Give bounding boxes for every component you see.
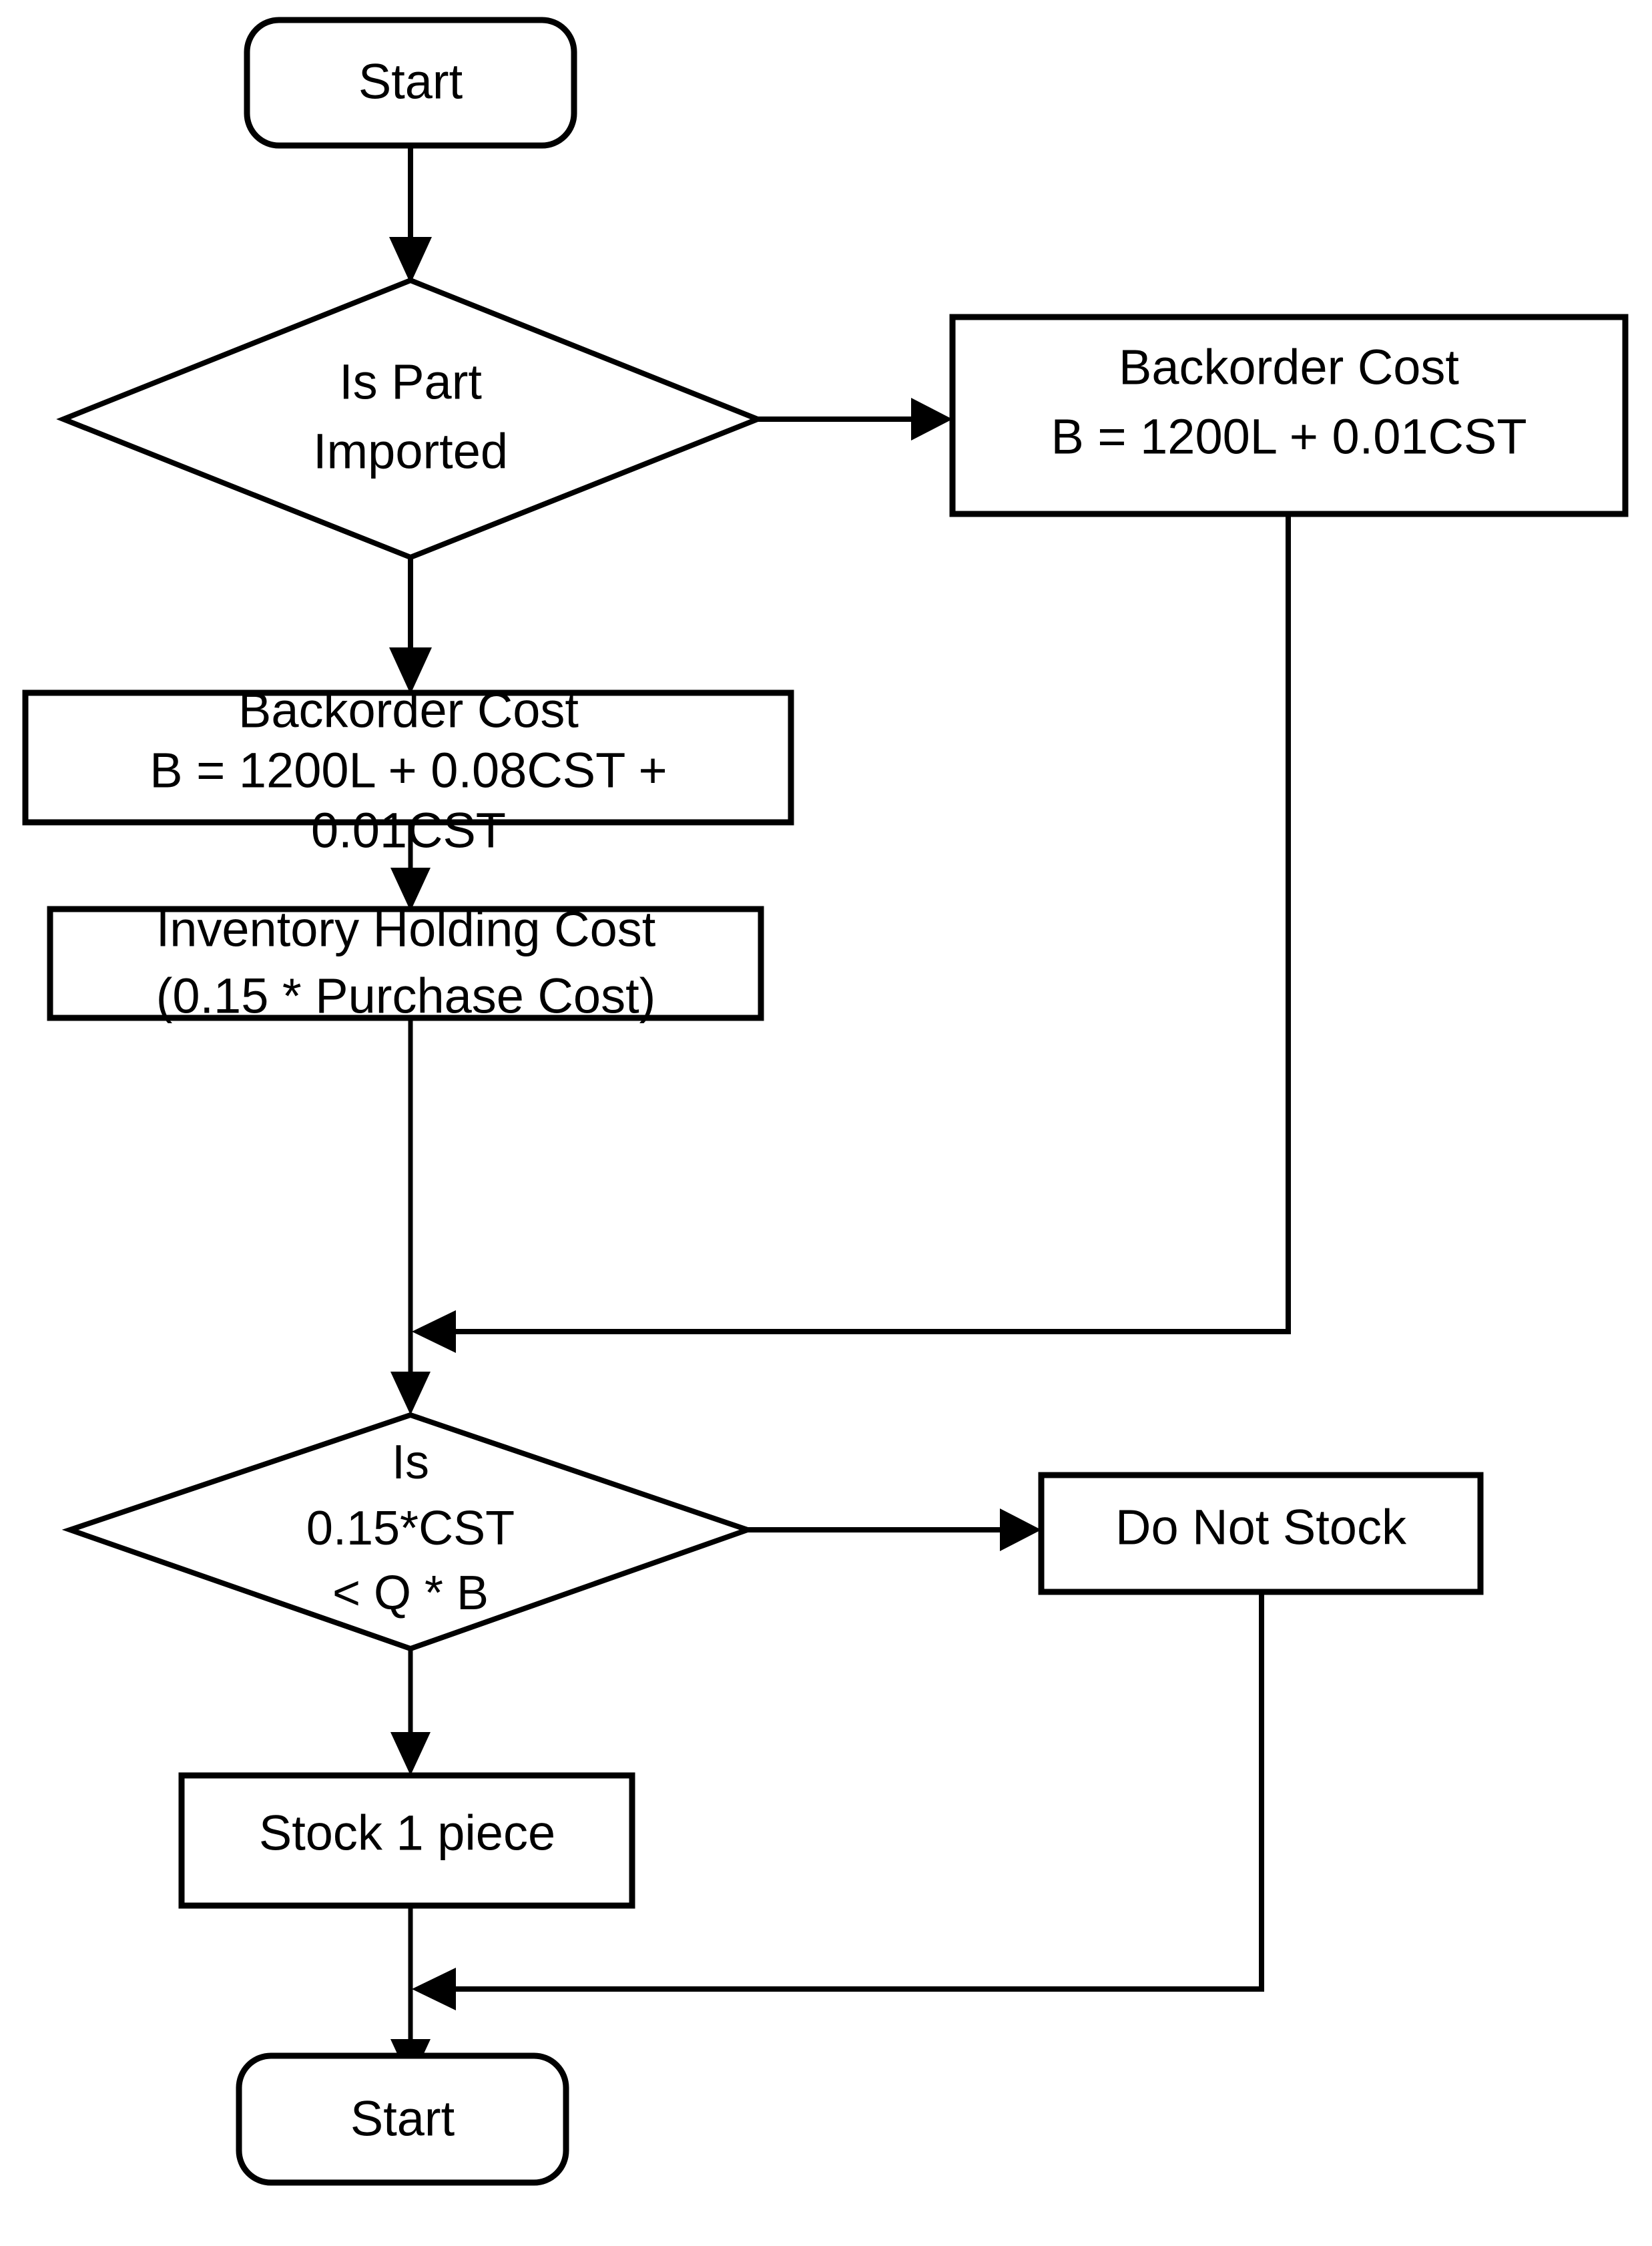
decision-imported-label-line1: Is Part xyxy=(339,354,482,410)
do-not-stock-shape[interactable] xyxy=(1038,1472,1484,1595)
decision-imported-label-line2: Imported xyxy=(313,424,508,479)
edge-decision-imported-to-backorder-local xyxy=(389,557,432,694)
edge-do-not-stock-to-merge xyxy=(412,1592,1264,2010)
backorder-imported-shape[interactable] xyxy=(949,314,1629,517)
start-top-shape[interactable] xyxy=(244,17,577,149)
inventory-holding-label-line1: Inventory Holding Cost xyxy=(156,902,656,957)
decision-imported-shape[interactable] xyxy=(56,277,765,561)
start-bottom-label: Start xyxy=(350,2091,455,2147)
edge-decision-stock-to-do-not-stock xyxy=(748,1508,1041,1551)
node-backorder-imported[interactable]: Backorder Cost B = 1200L + 0.01CST xyxy=(949,314,1629,517)
stock-one-piece-shape[interactable] xyxy=(178,1772,635,1909)
backorder-local-label-line2: B = 1200L + 0.08CST + xyxy=(150,743,667,798)
decision-stock-shape[interactable] xyxy=(61,1412,756,1652)
edge-start-to-decision-imported xyxy=(389,144,432,284)
do-not-stock-label: Do Not Stock xyxy=(1115,1500,1407,1555)
node-start-bottom[interactable]: Start xyxy=(236,2052,569,2186)
decision-stock-label-line1: Is xyxy=(392,1436,429,1489)
node-start-top[interactable]: Start xyxy=(244,17,577,149)
backorder-local-label-line3: 0.01CST xyxy=(311,803,506,858)
edge-backorder-local-to-inventory xyxy=(390,822,431,911)
decision-stock-label-line2: 0.15*CST xyxy=(306,1502,515,1555)
start-bottom-shape[interactable] xyxy=(236,2052,569,2186)
node-decision-imported[interactable]: Is Part Imported xyxy=(56,277,765,561)
node-stock-one-piece[interactable]: Stock 1 piece xyxy=(178,1772,635,1909)
inventory-holding-label-line2: (0.15 * Purchase Cost) xyxy=(156,968,656,1024)
backorder-local-label-line1: Backorder Cost xyxy=(238,683,579,738)
inventory-holding-shape[interactable] xyxy=(47,906,764,1021)
node-do-not-stock[interactable]: Do Not Stock xyxy=(1038,1472,1484,1595)
edge-backorder-imported-to-merge xyxy=(412,514,1291,1353)
node-backorder-local[interactable]: Backorder Cost B = 1200L + 0.08CST + 0.0… xyxy=(22,683,794,858)
backorder-local-shape[interactable] xyxy=(22,689,794,826)
stock-one-piece-label: Stock 1 piece xyxy=(259,1805,555,1861)
backorder-imported-label-line1: Backorder Cost xyxy=(1119,340,1459,395)
edge-decision-imported-to-backorder-imported xyxy=(758,398,952,441)
node-decision-stock[interactable]: Is 0.15*CST < Q * B xyxy=(61,1412,756,1652)
decision-stock-label-line3: < Q * B xyxy=(332,1567,489,1620)
backorder-imported-label-line2: B = 1200L + 0.01CST xyxy=(1051,409,1527,465)
node-inventory-holding[interactable]: Inventory Holding Cost (0.15 * Purchase … xyxy=(47,902,764,1024)
edge-inventory-to-decision-stock xyxy=(390,1018,431,1415)
edge-decision-stock-to-stock-one-piece xyxy=(390,1649,431,1775)
start-top-label: Start xyxy=(358,54,463,109)
